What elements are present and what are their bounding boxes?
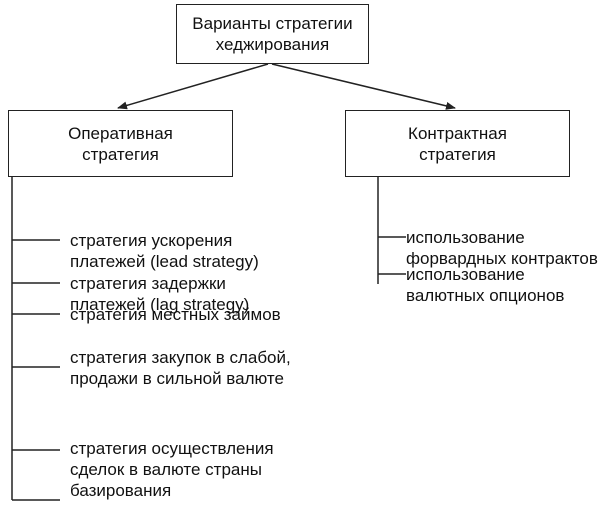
- contract-item-forward-line1: использование: [406, 228, 525, 247]
- operative-item-lead: стратегия ускорения платежей (lead strat…: [70, 230, 259, 272]
- operative-title-line2: стратегия: [82, 144, 159, 164]
- operative-title-line1: Оперативная: [68, 123, 173, 143]
- operative-item-home-currency: стратегия осуществления сделок в валюте …: [70, 438, 274, 501]
- root-title-line1: Варианты стратегии: [192, 14, 353, 33]
- operative-item-home-currency-line3: базирования: [70, 481, 172, 500]
- operative-item-home-currency-line1: стратегия осуществления: [70, 439, 274, 458]
- operative-item-home-currency-line2: сделок в валюте страны: [70, 460, 262, 479]
- operative-item-local-loans-line1: стратегия местных займов: [70, 305, 281, 324]
- operative-item-weak-strong-line1: стратегия закупок в слабой,: [70, 348, 291, 367]
- contract-item-options-line1: использование: [406, 265, 525, 284]
- operative-item-lag-line1: стратегия задержки: [70, 274, 226, 293]
- arrow-to-operative: [117, 63, 269, 110]
- contract-item-forward-line2: форвардных контрактов: [406, 249, 598, 268]
- arrow-to-contract: [271, 63, 456, 110]
- operative-item-lead-line1: стратегия ускорения: [70, 231, 233, 250]
- root-box-hedging-variants: Варианты стратегии хеджирования: [176, 4, 369, 64]
- operative-strategy-box: Оперативная стратегия: [8, 110, 233, 177]
- contract-item-forward: использование форвардных контрактов: [406, 227, 598, 269]
- operative-item-lag: стратегия задержки платежей (lag strateg…: [70, 273, 249, 315]
- root-title-line2: хеджирования: [215, 35, 330, 54]
- operative-item-lead-line2: платежей (lead strategy): [70, 252, 259, 271]
- contract-title-line2: стратегия: [419, 144, 496, 164]
- contract-item-options-line2: валютных опционов: [406, 286, 565, 305]
- operative-item-weak-strong-line2: продажи в сильной валюте: [70, 369, 284, 388]
- operative-item-lag-line2: платежей (lag strategy): [70, 295, 250, 314]
- contract-strategy-box: Контрактная стратегия: [345, 110, 570, 177]
- contract-item-options: использование валютных опционов: [406, 264, 564, 306]
- contract-title-line1: Контрактная: [408, 123, 507, 143]
- operative-item-local-loans: стратегия местных займов: [70, 304, 281, 325]
- operative-item-weak-strong: стратегия закупок в слабой, продажи в си…: [70, 347, 291, 389]
